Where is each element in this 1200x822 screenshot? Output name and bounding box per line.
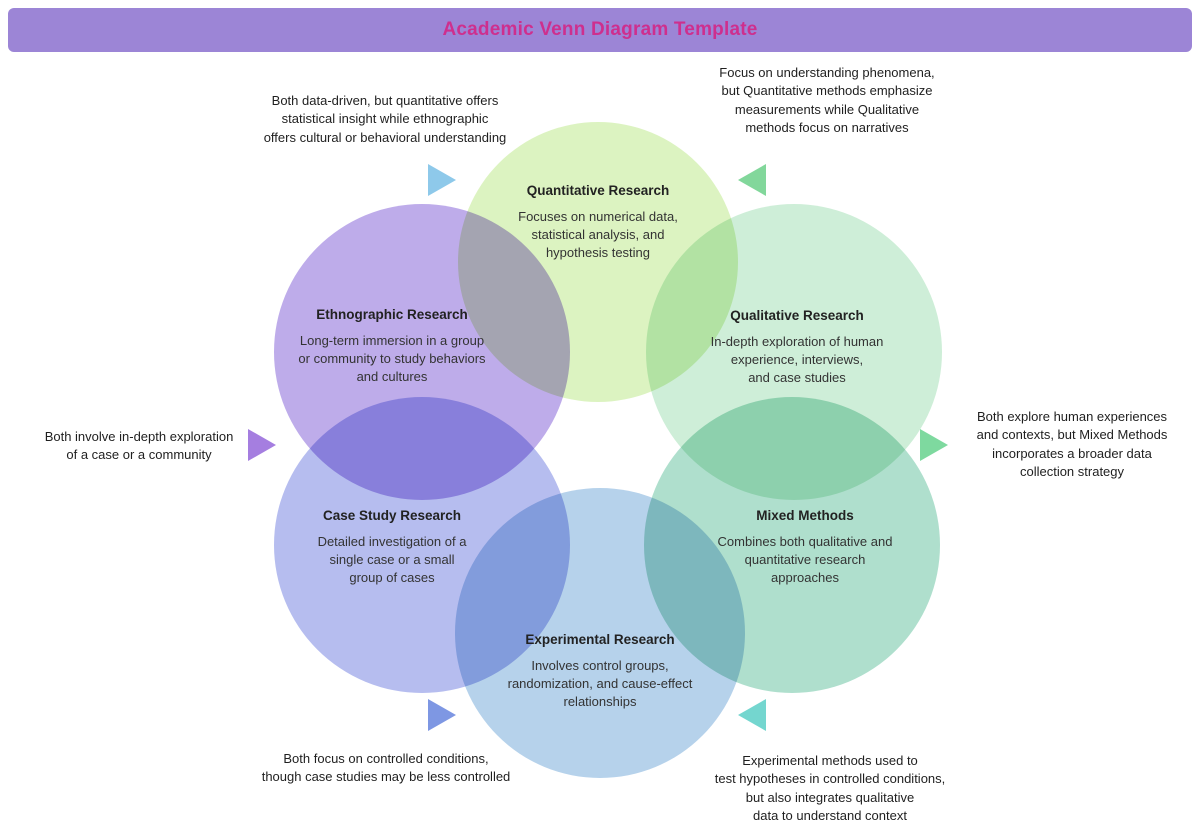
annotation-experimental-mixed-methods: Experimental methods used to test hypoth… [714, 753, 946, 822]
label-qualitative-research: Qualitative Research In-depth exploratio… [682, 308, 912, 388]
label-ethnographic-research: Ethnographic Research Long-term immersio… [272, 307, 512, 387]
label-mixed-methods: Mixed Methods Combines both qualitative … [690, 508, 920, 588]
label-experimental-research: Experimental Research Involves control g… [475, 632, 725, 712]
arrow-bottom-right-icon [738, 699, 766, 731]
circle-title: Mixed Methods [756, 508, 854, 523]
circle-description: Involves control groups, randomization, … [507, 658, 693, 710]
annotation-quantitative-ethnographic: Both data-driven, but quantitative offer… [263, 93, 507, 145]
label-quantitative-research: Quantitative Research Focuses on numeric… [488, 183, 708, 263]
page-title: Academic Venn Diagram Template [442, 19, 758, 40]
label-case-study-research: Case Study Research Detailed investigati… [277, 508, 507, 588]
annotation-quantitative-qualitative: Focus on understanding phenomena, but Qu… [719, 65, 935, 136]
annotation-ethnographic-case-study: Both involve in-depth exploration of a c… [44, 429, 234, 463]
circle-title: Ethnographic Research [316, 307, 468, 322]
circle-description: Long-term immersion in a group or commun… [298, 333, 486, 385]
circle-experimental-research [455, 488, 745, 778]
annotation-case-study-experimental: Both focus on controlled conditions, tho… [261, 751, 511, 785]
circle-title: Case Study Research [322, 508, 462, 523]
arrow-top-left-icon [428, 164, 456, 196]
circle-title: Quantitative Research [526, 183, 670, 198]
circle-description: Detailed investigation of a single case … [317, 534, 467, 586]
arrow-left-icon [248, 429, 276, 461]
circle-description: Combines both qualitative and quantitati… [717, 534, 893, 586]
arrow-right-icon [920, 429, 948, 461]
arrow-top-right-icon [738, 164, 766, 196]
circle-description: In-depth exploration of human experience… [710, 334, 884, 386]
circle-title: Experimental Research [525, 632, 675, 647]
circle-title: Qualitative Research [730, 308, 864, 323]
title-bar: Academic Venn Diagram Template [8, 8, 1192, 52]
arrow-bottom-left-icon [428, 699, 456, 731]
annotation-qualitative-mixed-methods: Both explore human experiences and conte… [976, 409, 1168, 480]
circle-description: Focuses on numerical data, statistical a… [518, 209, 678, 261]
